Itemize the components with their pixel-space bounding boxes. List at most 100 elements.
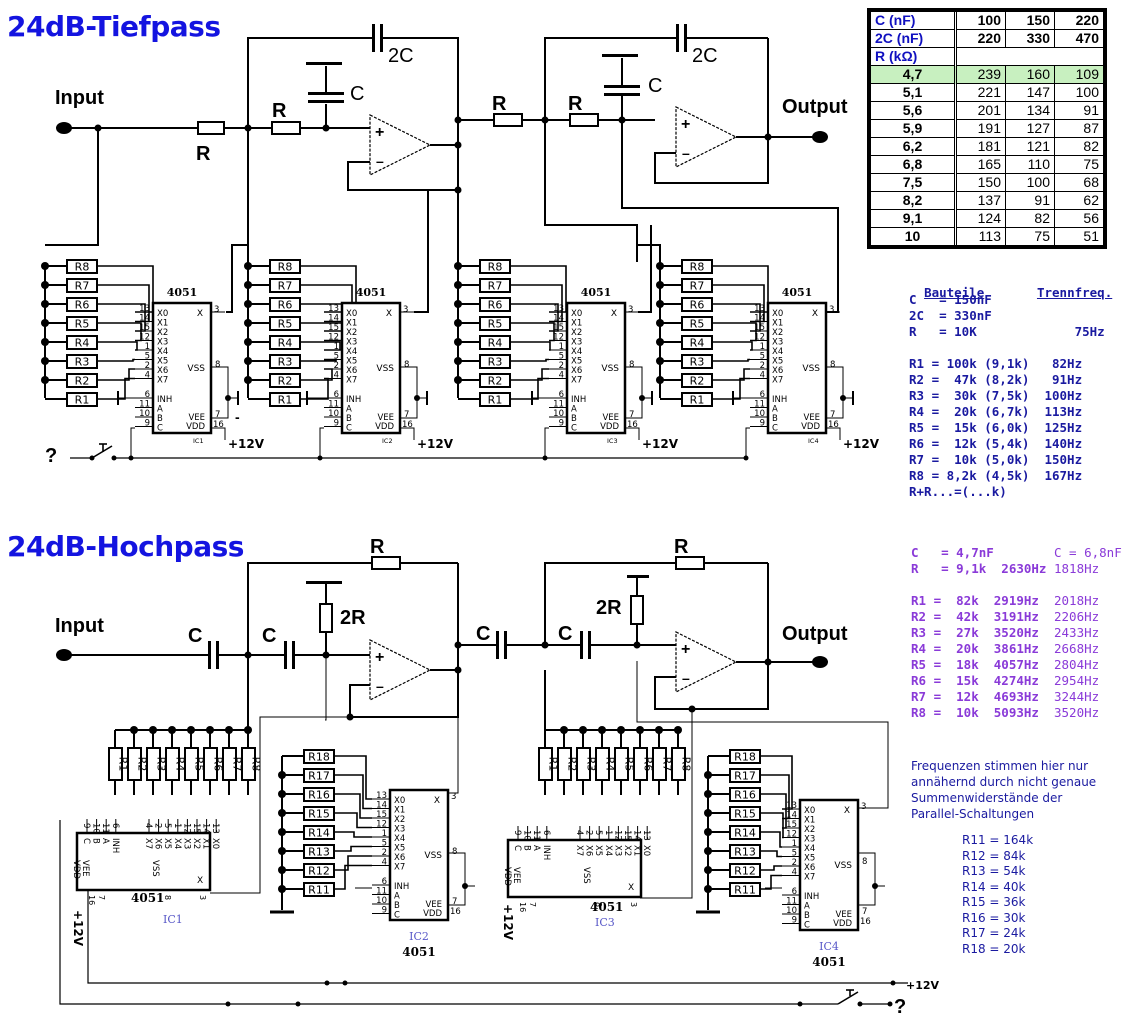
resistor-r7 [652,747,667,781]
ic-pin-name: INH [110,838,120,853]
ic-pin-name: X2 [571,328,582,338]
table-header-label: C (nF) [868,9,957,30]
junction-dot [656,376,664,384]
resistor-label: R3 [278,356,293,369]
resistor-r1 [681,392,713,407]
resistor-label: R15 [308,808,330,821]
junction-dot [872,883,878,889]
ic-pin-number: 9 [334,419,339,429]
resistor-r3 [66,354,98,369]
ic-pin-name: X1 [394,806,405,816]
ic-pin-name: INH [394,882,409,892]
wire [247,562,372,655]
junction-dot [764,658,772,666]
ic-pin-name: X5 [346,357,357,367]
ic-pin-number: 7 [452,897,457,907]
wire [712,322,757,342]
ic-pin-name: X4 [772,347,783,357]
resistor-r5 [681,316,713,331]
resistor-label: R6 [642,757,655,772]
sum-resistor-line: R12 = 84k [962,848,1026,863]
junction-dot [278,866,286,874]
capacitor-c [504,631,507,659]
hp-resistor-line: R5 = 18k 4057Hz 2804Hz [911,657,1100,672]
ic-pin-name: X [611,309,617,319]
parts-line: R3 = 30k (7,5k) 100Hz [909,388,1083,403]
ic-pin-number: 16 [627,420,638,430]
resistor-r12 [303,863,335,878]
wire [760,793,787,829]
resistor-r8 [66,259,98,274]
wire [226,244,248,313]
ic-pin-number: 2 [792,858,797,868]
wire [334,812,372,829]
wire [636,244,661,265]
ic-name-label: IC4 [819,940,839,953]
junction-dot [462,883,468,889]
resistor-label: R2 [488,375,503,388]
wire [59,820,838,1005]
junction-dot [278,809,286,817]
note-line: Summenwiderstände der [911,791,1063,805]
table-freq-value: 147 [1005,83,1055,102]
table-freq-value: 62 [1054,191,1106,210]
ic-4051 [340,301,402,435]
junction-dot [322,651,330,659]
ic-pin-number: 13 [328,304,339,314]
wire [97,322,142,342]
parts-line: C = 150nF [909,292,992,307]
ic-pin-name: VSS [150,860,160,877]
lowpass-title: 24dB-Tiefpass [7,10,221,43]
resistor-r7 [222,747,237,781]
parts-line: R2 = 47k (8,2k) 91Hz [909,372,1083,387]
table-freq-value: 68 [1054,173,1106,192]
ground-symbol [237,391,239,405]
ic-pin-name: X [434,796,440,806]
table-r-header: R (kΩ) [868,47,957,66]
wire [760,774,790,820]
ic-pin-name: X6 [157,366,168,376]
ic-type-label: 4051 [581,286,612,299]
resistor-label: R2 [690,375,705,388]
junction-dot [244,651,252,659]
wire [826,427,841,440]
ground-symbol [306,581,342,584]
junction-dot [454,281,462,289]
capacitor-c [208,641,211,669]
capacitor-label: C [476,623,490,645]
ic-pin-name: X6 [584,845,594,856]
ic-pin-name: VDD [502,867,512,886]
ic-pin-number: 10 [754,409,765,419]
ic-pin-number: 9 [382,906,387,916]
ic-pin-name: X6 [153,838,163,849]
input-terminal [56,122,72,134]
junction-dot [454,319,462,327]
resistor-r16 [303,787,335,802]
junction-dot [278,847,286,855]
table-freq-value: 181 [955,137,1006,156]
ic-pin-number: 2 [334,361,339,371]
parts-line: R = 10K 75Hz [909,324,1105,339]
ic-pin-number: 12 [612,830,622,841]
junction-dot [225,1001,231,1007]
ic-pin-number: 4 [382,858,387,868]
ic-pin-name: C [157,424,163,434]
supply-label: +12V [71,910,85,947]
opamp-minus: – [376,153,384,169]
wire [826,366,844,419]
table-spacer [955,47,1106,66]
ic-pin-name: X [844,806,850,816]
ic-pin-number: 5 [593,830,603,835]
ic-pin-name: B [804,911,810,921]
junction-dot [618,116,626,124]
ic-pin-number: 13 [786,801,797,811]
ic-pin-name: X2 [157,328,168,338]
resistor-label: R3 [585,757,598,772]
resistor-label: R18 [734,751,756,764]
ic-pin-name: X5 [157,357,168,367]
ic-pin-number: 7 [215,410,220,420]
ic-pin-name: X3 [394,825,405,835]
resistor-r8 [269,259,301,274]
